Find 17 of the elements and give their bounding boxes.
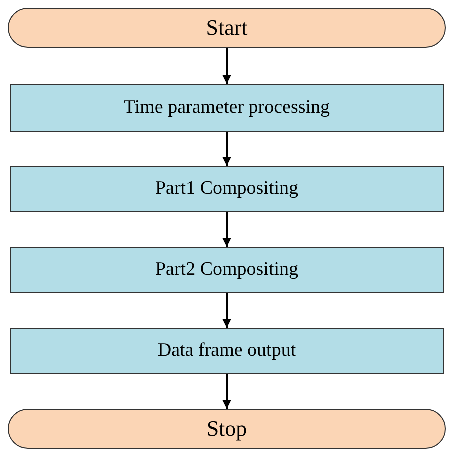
arrow <box>222 212 232 247</box>
terminal-pill <box>8 409 446 449</box>
arrow <box>222 374 232 409</box>
node-label: Time parameter processing <box>124 97 330 119</box>
process-box <box>10 84 444 132</box>
arrow <box>222 132 232 166</box>
node-label: Stop <box>206 416 248 442</box>
node-label: Data frame output <box>158 340 296 362</box>
process-box <box>10 166 444 212</box>
arrow <box>222 293 232 328</box>
node-label: Part2 Compositing <box>155 259 299 281</box>
node-label: Start <box>206 15 248 41</box>
process-box <box>10 247 444 293</box>
arrow <box>222 48 232 84</box>
process-box <box>10 328 444 374</box>
terminal-pill <box>8 8 446 48</box>
node-label: Part1 Compositing <box>155 178 299 200</box>
